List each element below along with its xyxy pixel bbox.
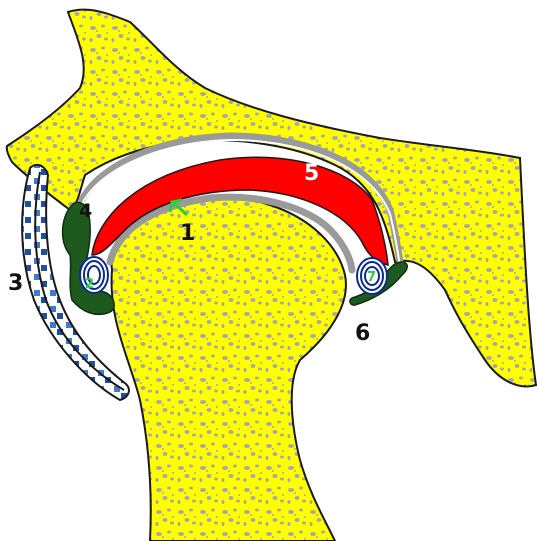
- label-7: 7: [367, 270, 376, 285]
- label-3: 3: [8, 271, 23, 296]
- lower-bone: [112, 198, 346, 541]
- label-6: 6: [355, 321, 370, 346]
- label-4: 4: [79, 200, 92, 222]
- label-1: 1: [180, 221, 195, 246]
- label-5: 5: [304, 161, 319, 186]
- label-2: 2: [85, 277, 94, 292]
